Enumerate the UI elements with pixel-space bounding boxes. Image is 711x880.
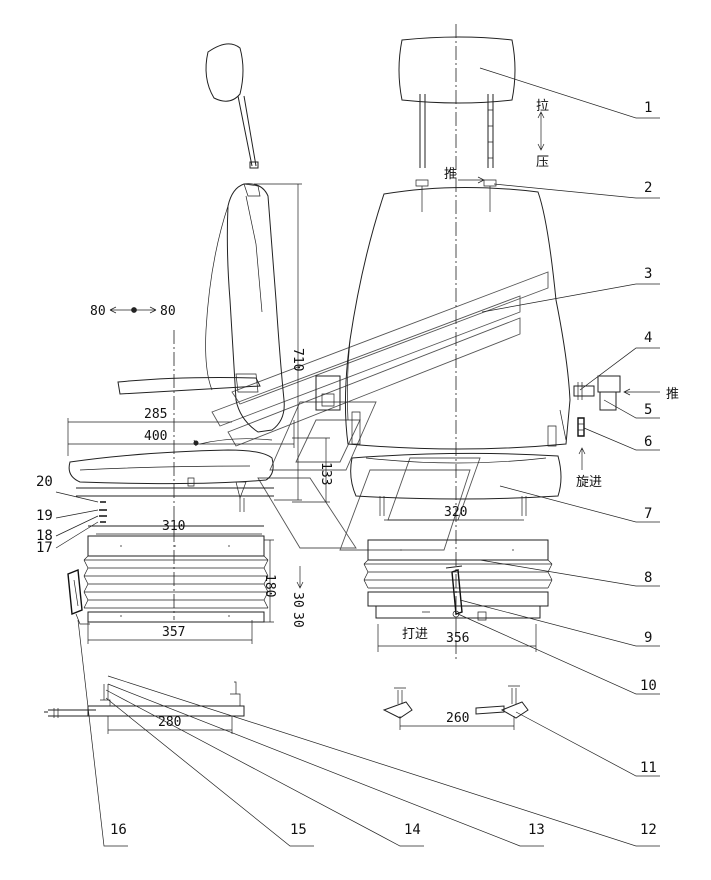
dim-356: 356 <box>446 631 469 646</box>
callout-numbers: 1 2 3 4 5 6 7 8 9 10 11 12 13 14 15 16 1… <box>36 100 657 838</box>
label-pull: 拉 <box>536 99 549 114</box>
mounting-knobs-right <box>382 685 529 719</box>
dim-180: 180 <box>262 574 277 597</box>
side-backrest <box>226 183 285 433</box>
dim-357: 357 <box>162 625 185 640</box>
callout-5: 5 <box>644 402 652 418</box>
front-backrest <box>344 186 571 450</box>
side-view <box>68 43 285 620</box>
dim-285: 285 <box>144 407 167 422</box>
callout-15: 15 <box>290 822 307 838</box>
callout-1: 1 <box>644 100 652 116</box>
dim-710: 710 <box>290 348 305 371</box>
callout-16: 16 <box>110 822 127 838</box>
dim-280: 280 <box>158 715 181 730</box>
watermark-logo <box>211 271 549 551</box>
dim-80-right: 80 <box>160 304 176 319</box>
callout-13: 13 <box>528 822 545 838</box>
callout-4: 4 <box>644 330 652 346</box>
callout-9: 9 <box>644 630 652 646</box>
callout-11: 11 <box>640 760 657 776</box>
dim-320: 320 <box>444 505 467 520</box>
dim-400: 400 <box>144 429 167 444</box>
leader-lines <box>55 67 660 847</box>
front-view <box>315 24 621 660</box>
dim-260: 260 <box>446 711 469 726</box>
side-armrest <box>117 377 261 395</box>
label-press: 压 <box>536 155 549 170</box>
dim-30-a: 30 <box>290 592 305 608</box>
action-labels: 拉 压 推 推 旋进 打进 <box>402 99 679 642</box>
callout-7: 7 <box>644 506 652 522</box>
dimension-lines <box>67 111 660 734</box>
dim-80-left: 80 <box>90 304 106 319</box>
callout-8: 8 <box>644 570 652 586</box>
front-suspension <box>363 539 553 621</box>
callout-2: 2 <box>644 180 652 196</box>
callout-20: 20 <box>36 474 53 490</box>
dim-310: 310 <box>162 519 185 534</box>
callout-17: 17 <box>36 540 53 556</box>
side-cushion <box>68 449 274 485</box>
dim-133: 133 <box>318 462 333 485</box>
side-headrest <box>205 43 244 102</box>
label-knock-in: 打进 <box>402 627 428 642</box>
callout-3: 3 <box>644 266 652 282</box>
callout-19: 19 <box>36 508 53 524</box>
callout-6: 6 <box>644 434 652 450</box>
label-push-side: 推 <box>666 387 679 402</box>
callout-14: 14 <box>404 822 421 838</box>
mounting-rail-left <box>44 681 245 718</box>
label-screw-in: 旋进 <box>576 475 602 490</box>
dim-30-b: 30 <box>290 612 305 628</box>
callout-18: 18 <box>36 528 53 544</box>
callout-10: 10 <box>640 678 657 694</box>
front-cushion <box>350 452 562 500</box>
label-push-top: 推 <box>444 167 457 182</box>
dimension-texts: 285 400 310 357 280 710 133 180 80 80 30… <box>90 304 469 730</box>
front-headrest <box>398 36 516 104</box>
callout-12: 12 <box>640 822 657 838</box>
